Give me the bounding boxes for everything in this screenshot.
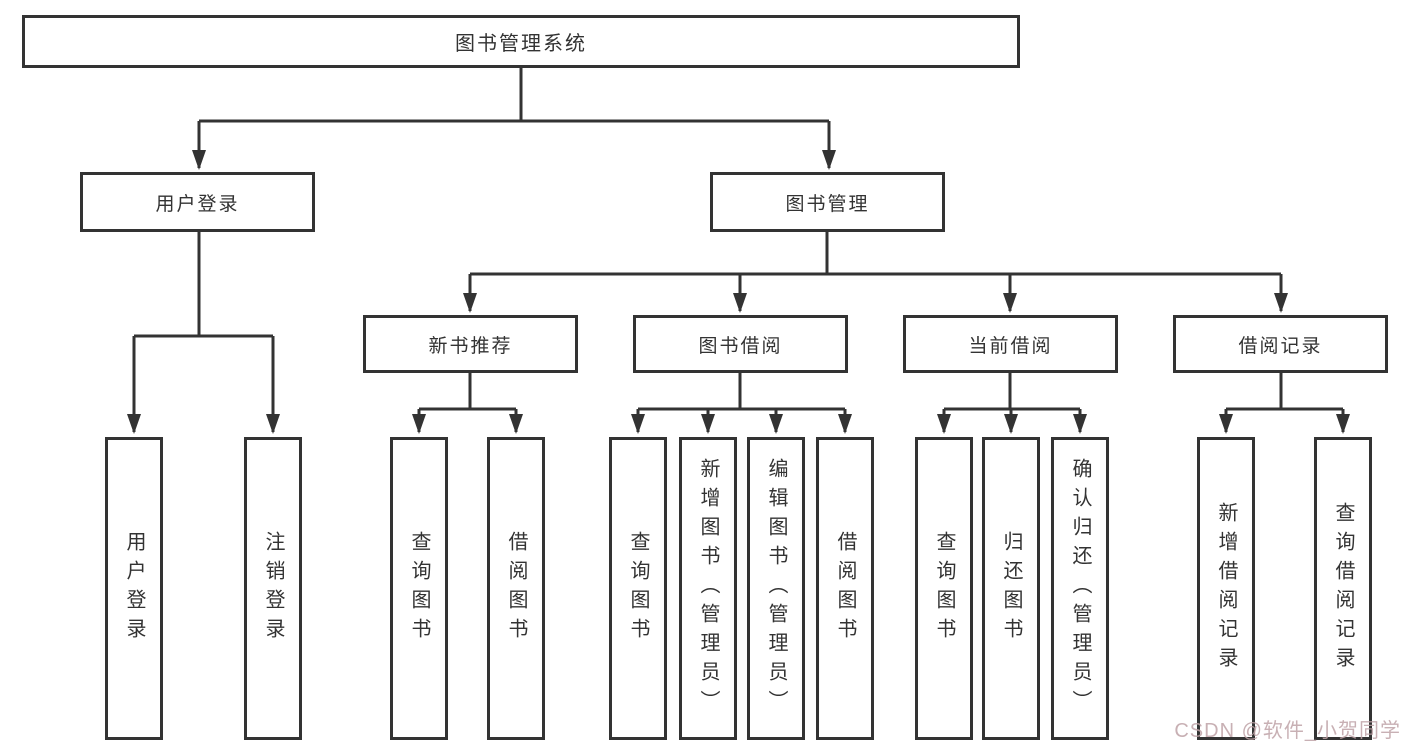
node-label: 查询图书 bbox=[933, 530, 955, 647]
node-label: 新增借阅记录 bbox=[1215, 501, 1237, 676]
connector-borrow-records bbox=[1219, 371, 1350, 434]
node-label: 查询图书 bbox=[627, 530, 649, 647]
node-leaf-edit-books-admin: 编辑图书（管理员） bbox=[747, 437, 805, 740]
node-user-login: 用户登录 bbox=[80, 172, 315, 232]
connector-book-borrow bbox=[631, 371, 852, 434]
connector-new-book-recommend bbox=[412, 371, 523, 434]
node-current-borrow: 当前借阅 bbox=[903, 315, 1118, 373]
connector-root bbox=[192, 66, 836, 170]
connector-current-borrow bbox=[937, 371, 1087, 434]
node-book-management: 图书管理 bbox=[710, 172, 945, 232]
connector-book-management bbox=[463, 230, 1288, 313]
node-label: 确认归还（管理员） bbox=[1069, 458, 1091, 719]
connector-user-login bbox=[127, 230, 280, 434]
node-label: 注销登录 bbox=[262, 530, 284, 647]
node-label: 查询图书 bbox=[408, 530, 430, 647]
node-leaf-borrow-query-books: 查询图书 bbox=[609, 437, 667, 740]
node-leaf-add-borrow-record: 新增借阅记录 bbox=[1197, 437, 1255, 740]
node-book-borrow: 图书借阅 bbox=[633, 315, 848, 373]
node-leaf-recommend-borrow-books: 借阅图书 bbox=[487, 437, 545, 740]
node-leaf-logout: 注销登录 bbox=[244, 437, 302, 740]
node-label: 查询借阅记录 bbox=[1332, 501, 1354, 676]
node-borrow-records: 借阅记录 bbox=[1173, 315, 1388, 373]
node-leaf-borrow-books: 借阅图书 bbox=[816, 437, 874, 740]
node-label: 编辑图书（管理员） bbox=[765, 458, 787, 719]
node-leaf-recommend-query-books: 查询图书 bbox=[390, 437, 448, 740]
node-leaf-current-query-books: 查询图书 bbox=[915, 437, 973, 740]
node-new-book-recommend: 新书推荐 bbox=[363, 315, 578, 373]
node-label: 新增图书（管理员） bbox=[697, 458, 719, 719]
node-label: 用户登录 bbox=[123, 530, 145, 647]
node-root: 图书管理系统 bbox=[22, 15, 1020, 68]
node-label: 借阅图书 bbox=[505, 530, 527, 647]
watermark: CSDN @软件_小贺同学 bbox=[1174, 720, 1401, 742]
node-label: 借阅图书 bbox=[834, 530, 856, 647]
node-leaf-user-login: 用户登录 bbox=[105, 437, 163, 740]
node-leaf-query-borrow-record: 查询借阅记录 bbox=[1314, 437, 1372, 740]
node-leaf-add-books-admin: 新增图书（管理员） bbox=[679, 437, 737, 740]
node-leaf-confirm-return-admin: 确认归还（管理员） bbox=[1051, 437, 1109, 740]
node-leaf-return-books: 归还图书 bbox=[982, 437, 1040, 740]
node-label: 归还图书 bbox=[1000, 530, 1022, 647]
